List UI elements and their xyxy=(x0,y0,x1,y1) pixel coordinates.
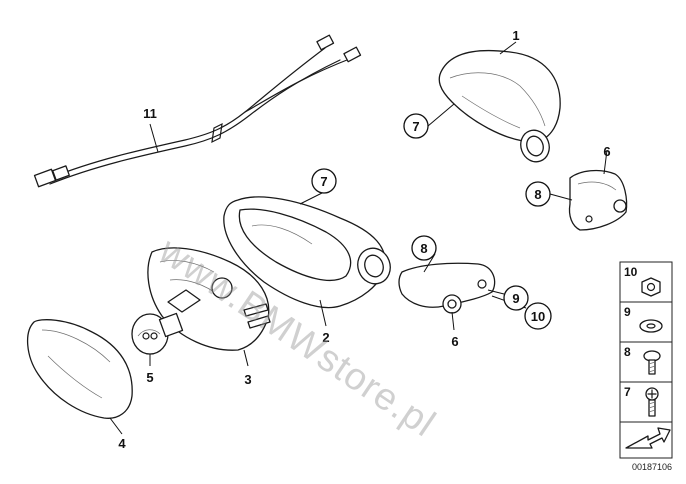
bracket-part-6-middle xyxy=(398,262,496,314)
callout-11: 11 xyxy=(143,106,157,121)
callout-3: 3 xyxy=(244,372,251,387)
callout-ring-9 xyxy=(503,285,529,311)
callout-2: 2 xyxy=(322,330,329,345)
callout-8a: 8 xyxy=(534,187,541,202)
callout-1: 1 xyxy=(512,28,519,43)
outer-lens-part-4 xyxy=(27,319,133,419)
pan-head-screw-icon xyxy=(643,350,661,375)
callout-8b: 8 xyxy=(420,241,427,256)
legend-number-10: 10 xyxy=(624,265,638,279)
cross-head-screw-icon xyxy=(645,387,659,417)
bulb-part-5 xyxy=(131,312,184,355)
callout-7a: 7 xyxy=(412,119,419,134)
legend-number-9: 9 xyxy=(624,305,631,319)
callout-7b: 7 xyxy=(320,174,327,189)
callout-ring-7a xyxy=(403,113,429,139)
callout-6b: 6 xyxy=(451,334,458,349)
legend-number-8: 8 xyxy=(624,345,631,359)
callout-10: 10 xyxy=(531,309,545,324)
legend-number-7: 7 xyxy=(624,385,631,399)
washer-icon xyxy=(639,319,663,333)
legend-cell-7 xyxy=(619,381,673,423)
hardware-legend: 10 9 8 7 xyxy=(619,261,673,459)
legend-cell-8 xyxy=(619,341,673,383)
lens-body-part-2 xyxy=(223,196,391,309)
hex-nut-icon xyxy=(641,277,661,297)
callout-5: 5 xyxy=(146,370,153,385)
housing-part-1 xyxy=(438,49,561,163)
callouts: 1 7 6 8 7 8 9 10 6 2 3 5 4 11 xyxy=(118,28,610,451)
wiring-harness-11 xyxy=(33,34,362,188)
callout-ring-10 xyxy=(524,302,552,330)
arrow-plate-icon xyxy=(625,427,671,449)
callout-ring-8a xyxy=(525,181,551,207)
callout-ring-8b xyxy=(411,235,437,261)
diagram-id: 00187106 xyxy=(631,462,672,472)
callout-9: 9 xyxy=(512,291,519,306)
bracket-part-6-top xyxy=(568,169,628,231)
callout-6a: 6 xyxy=(603,144,610,159)
callout-ring-7b xyxy=(311,168,337,194)
callout-4: 4 xyxy=(118,436,126,451)
